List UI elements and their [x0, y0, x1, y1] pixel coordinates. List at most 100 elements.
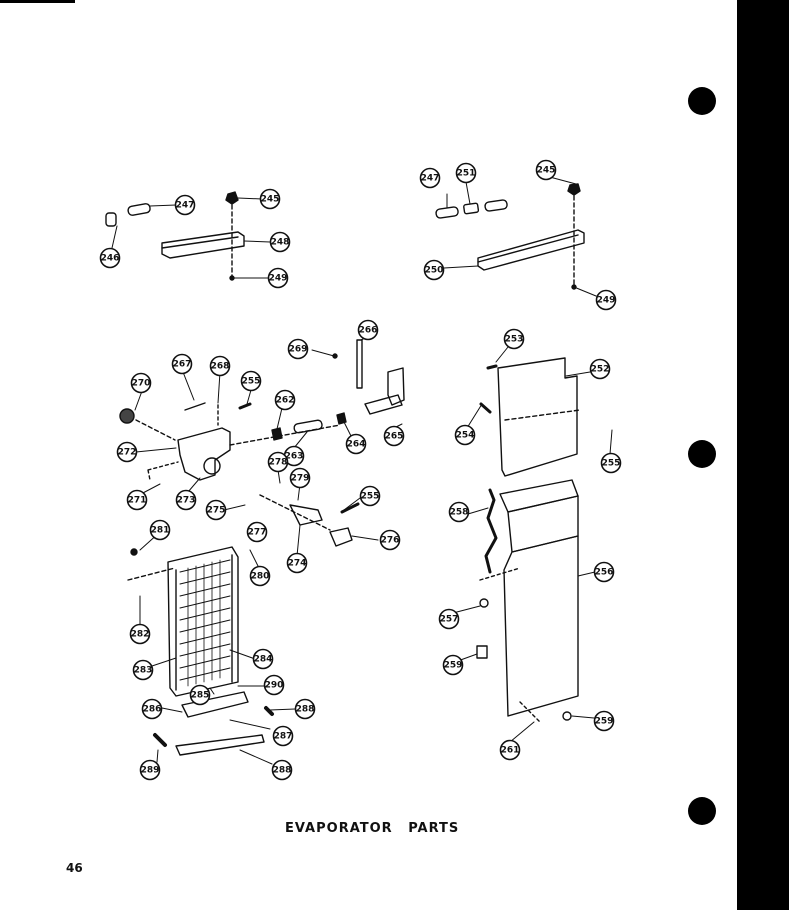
callout-268: 268	[209, 355, 231, 377]
callout-label: 286	[143, 705, 162, 715]
punch-hole	[688, 87, 716, 115]
callout-245: 245	[259, 188, 281, 210]
callout-247: 247	[174, 194, 196, 216]
callout-label: 263	[285, 452, 304, 462]
right-panel-group	[476, 357, 581, 723]
callout-249: 249	[595, 289, 617, 311]
callout-276: 276	[379, 529, 401, 551]
callout-bubble	[595, 289, 617, 311]
drain-trough	[181, 691, 249, 718]
callout-label: 264	[347, 440, 366, 450]
bracket-clip	[567, 183, 581, 196]
callout-label: 265	[385, 432, 404, 442]
callout-256: 256	[593, 561, 615, 583]
punch-hole	[688, 797, 716, 825]
callout-label: 267	[173, 360, 192, 370]
bracket-clip	[225, 191, 239, 205]
callout-label: 261	[501, 746, 520, 756]
callout-266: 266	[357, 319, 379, 341]
duct-cover-top	[499, 479, 579, 513]
callout-262: 262	[274, 389, 296, 411]
callout-label: 253	[505, 335, 524, 345]
callout-label: 287	[274, 732, 293, 742]
callout-label: 246	[101, 254, 120, 264]
bracket-hole	[203, 457, 221, 475]
damper-link	[289, 504, 323, 526]
callout-label: 278	[269, 458, 288, 468]
callout-253: 253	[503, 328, 525, 350]
callout-bubble	[454, 424, 476, 446]
bushing	[271, 427, 283, 441]
control-mechanism-group	[119, 339, 405, 547]
callout-label: 274	[288, 559, 307, 569]
callout-bubble	[272, 725, 294, 747]
callout-label: 276	[381, 536, 400, 546]
callout-288: 288	[271, 759, 293, 781]
callout-label: 282	[131, 630, 150, 640]
air-duct-panel	[497, 357, 578, 477]
callout-label: 259	[444, 661, 463, 671]
callout-267: 267	[171, 353, 193, 375]
callout-label: 255	[242, 377, 261, 387]
callout-label: 275	[207, 506, 226, 516]
callout-bubble	[448, 501, 470, 523]
callout-label: 255	[602, 459, 621, 469]
callout-bubble	[99, 247, 121, 269]
punch-hole	[688, 440, 716, 468]
callout-289: 289	[139, 759, 161, 781]
callout-246: 246	[99, 247, 121, 269]
callout-bubble	[593, 710, 615, 732]
callout-bubble	[249, 565, 271, 587]
callout-bubble	[593, 561, 615, 583]
callout-bubble	[171, 353, 193, 375]
callout-bubble	[126, 489, 148, 511]
callout-bubble	[130, 372, 152, 394]
callout-274: 274	[286, 552, 308, 574]
callout-label: 283	[134, 666, 153, 676]
callout-label: 245	[537, 166, 556, 176]
callout-label: 270	[132, 379, 151, 389]
callout-bubble	[499, 739, 521, 761]
callout-label: 262	[276, 396, 295, 406]
callout-label: 271	[128, 496, 147, 506]
callout-283: 283	[132, 659, 154, 681]
spacer-tube	[435, 206, 459, 219]
callout-label: 247	[176, 201, 195, 211]
callout-bubble	[132, 659, 154, 681]
callout-286: 286	[141, 698, 163, 720]
callout-bubble	[289, 467, 311, 489]
control-arm	[364, 394, 403, 415]
callout-label: 257	[440, 615, 459, 625]
callout-bubble	[139, 759, 161, 781]
callout-255: 255	[240, 370, 262, 392]
callout-271: 271	[126, 489, 148, 511]
callout-249: 249	[267, 267, 289, 289]
callout-bubble	[287, 338, 309, 360]
callout-label: 255	[361, 492, 380, 502]
callout-bubble	[359, 485, 381, 507]
callout-bubble	[267, 267, 289, 289]
callout-bubble	[259, 188, 281, 210]
top-right-bracket-group	[435, 183, 585, 290]
callout-label: 249	[597, 296, 616, 306]
top-left-bracket-group	[105, 191, 245, 281]
callout-272: 272	[116, 441, 138, 463]
callout-bubble	[175, 489, 197, 511]
link-plate	[387, 367, 405, 406]
callout-285: 285	[189, 684, 211, 706]
top-edge-mark	[0, 0, 75, 3]
callout-bubble	[240, 370, 262, 392]
callout-287: 287	[272, 725, 294, 747]
callout-bubble	[383, 425, 405, 447]
callout-284: 284	[252, 648, 274, 670]
callout-label: 269	[289, 345, 308, 355]
cap-nut	[105, 212, 117, 227]
callout-257: 257	[438, 608, 460, 630]
callout-label: 249	[269, 274, 288, 284]
callout-270: 270	[130, 372, 152, 394]
callout-label: 251	[457, 169, 476, 179]
page-number: 46	[66, 861, 83, 875]
callout-264: 264	[345, 433, 367, 455]
callout-265: 265	[383, 425, 405, 447]
